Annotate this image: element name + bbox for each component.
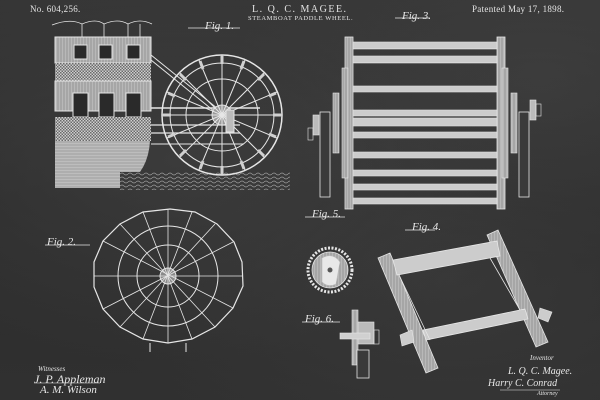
attorney-signature: Harry C. Conrad	[488, 378, 558, 389]
figure-5-toothed-disc	[305, 216, 354, 294]
patent-number: No. 604,256.	[30, 4, 81, 14]
figure-6-shaft-detail	[302, 309, 380, 379]
figure-2-label: Fig. 2.	[47, 236, 77, 248]
figure-1-label: Fig. 1.	[205, 20, 235, 32]
figure-5-label: Fig. 5.	[312, 208, 342, 220]
inventor-name-header: L. Q. C. MAGEE.	[252, 4, 348, 15]
witness-signature-2: A. M. Wilson	[40, 384, 97, 396]
witness-signature-1: J. P. Appleman	[34, 372, 106, 386]
patent-date: Patented May 17, 1898.	[472, 4, 565, 14]
figure-6-label: Fig. 6.	[305, 313, 335, 325]
inventor-label: Inventor	[530, 354, 554, 362]
inventor-signature: L. Q. C. Magee.	[508, 366, 573, 377]
figure-3-label: Fig. 3.	[402, 10, 432, 22]
attorney-label: Attorney	[537, 391, 558, 397]
figure-1-steamboat	[51, 20, 290, 190]
figure-4-label: Fig. 4.	[412, 221, 442, 233]
figure-3-plan-view	[307, 17, 542, 210]
patent-title: STEAMBOAT PADDLE WHEEL.	[248, 15, 354, 22]
figure-2-wheel-front	[45, 208, 244, 352]
witnesses-label: Witnesses	[38, 365, 66, 373]
figure-4-paddle-frame	[377, 229, 553, 374]
